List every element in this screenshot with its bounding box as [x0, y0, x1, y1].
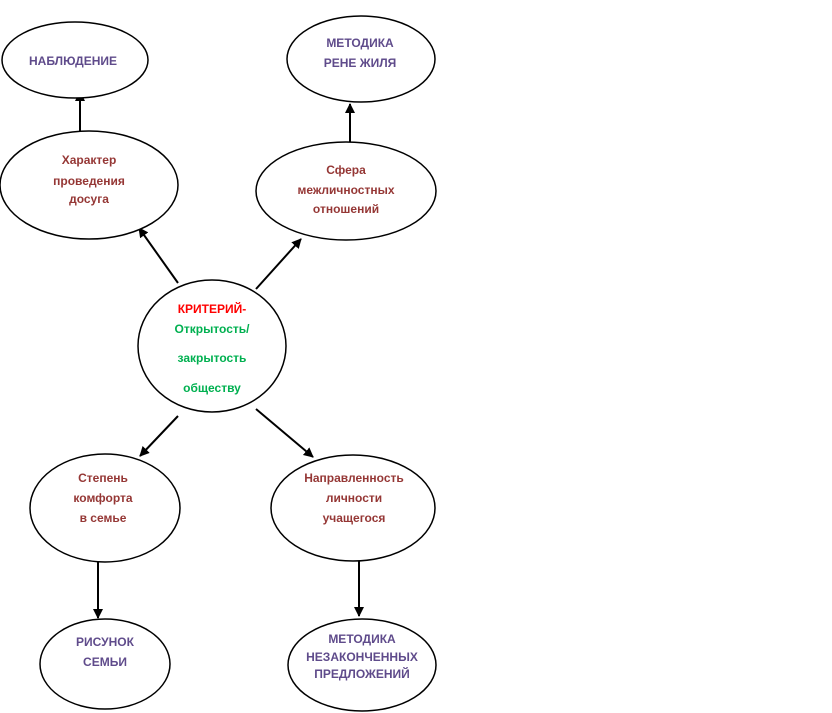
node-rene-method-line-2: РЕНЕ ЖИЛЯ	[324, 56, 397, 70]
center-criterion-label: КРИТЕРИЙ-	[178, 301, 247, 316]
node-leisure-line-3: досуга	[69, 192, 109, 206]
node-personality-line-3: учащегося	[323, 511, 386, 525]
node-observation-line-1: НАБЛЮДЕНИЕ	[29, 54, 117, 68]
node-sentences-method-line-2: НЕЗАКОНЧЕННЫХ	[306, 650, 418, 664]
center-line-1: Открытость/	[175, 322, 251, 336]
node-leisure-line-1: Характер	[62, 153, 117, 167]
node-leisure-line-2: проведения	[53, 174, 125, 188]
node-leisure: Характер проведения досуга	[0, 130, 179, 240]
node-rene-method: МЕТОДИКА РЕНЕ ЖИЛЯ	[286, 15, 436, 103]
node-personality-line-2: личности	[326, 491, 382, 505]
edge-center-to-leisure	[138, 227, 179, 284]
node-sentences-method-line-3: ПРЕДЛОЖЕНИЙ	[314, 666, 410, 681]
center-line-3: обществу	[183, 381, 241, 395]
node-sentences-method-line-1: МЕТОДИКА	[328, 632, 396, 646]
node-interpersonal-line-1: Сфера	[326, 163, 366, 177]
node-family-drawing: РИСУНОК СЕМЬИ	[39, 618, 171, 710]
node-interpersonal-line-2: межличностных	[297, 183, 394, 197]
node-family-comfort-line-3: в семье	[80, 511, 127, 525]
node-family-drawing-line-1: РИСУНОК	[76, 635, 135, 649]
edge-center-to-personality	[255, 408, 314, 458]
node-observation: НАБЛЮДЕНИЕ	[1, 21, 149, 99]
center-line-2: закрытость	[178, 351, 247, 365]
node-family-drawing-line-2: СЕМЬИ	[83, 655, 127, 669]
node-rene-method-line-1: МЕТОДИКА	[326, 36, 394, 50]
node-family-comfort: Степень комфорта в семье	[29, 453, 181, 563]
node-family-comfort-line-1: Степень	[78, 471, 128, 485]
node-interpersonal-line-3: отношений	[313, 202, 379, 216]
node-family-comfort-line-2: комфорта	[73, 491, 132, 505]
edge-center-to-family-comfort	[139, 415, 179, 457]
node-interpersonal: Сфера межличностных отношений	[255, 141, 437, 241]
edge-center-to-interpersonal	[255, 238, 302, 290]
node-sentences-method: МЕТОДИКА НЕЗАКОНЧЕННЫХ ПРЕДЛОЖЕНИЙ	[287, 618, 437, 712]
node-personality: Направленность личности учащегося	[270, 454, 436, 562]
node-center-criterion: КРИТЕРИЙ- Открытость/ закрытость обществ…	[137, 279, 287, 413]
node-personality-line-1: Направленность	[304, 471, 404, 485]
